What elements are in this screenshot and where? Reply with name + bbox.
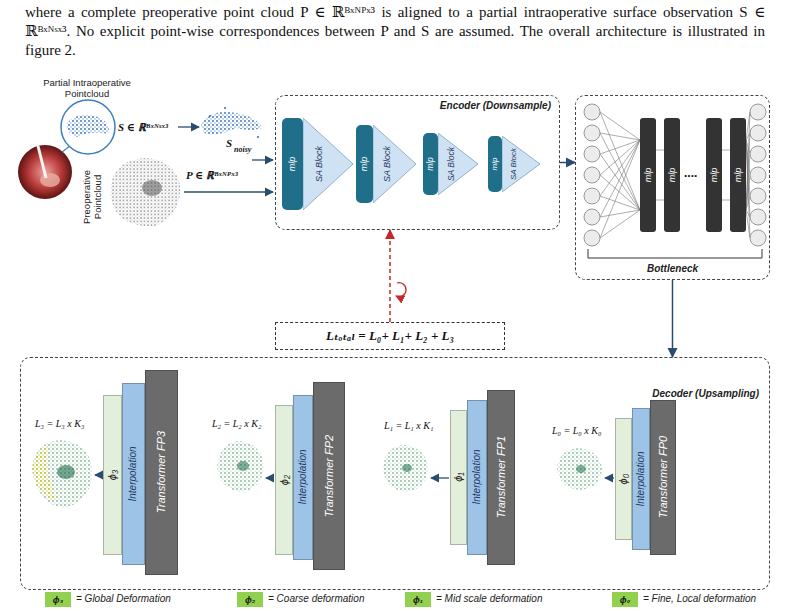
connector <box>672 280 674 357</box>
deformation-field: ϕ₀ <box>615 418 632 540</box>
interpolation-block: Interpolation <box>293 395 313 560</box>
level-loss: L₁ = L₁ x K₁ <box>384 420 433 431</box>
mlp-bar: mlp <box>640 118 656 232</box>
legend-swatch: ϕ₀ <box>612 592 638 607</box>
ellipsis: .... <box>684 166 697 180</box>
level-loss: L₂ = L₂ x K₂ <box>212 418 261 429</box>
legend-text: = Mid scale deformation <box>436 593 542 604</box>
sa-triangle-shape <box>438 133 478 195</box>
box-text: Transformer FP3 <box>156 431 167 513</box>
math-symbol: S ∈ ℝᴮˣᴺˢˣ³ <box>118 119 168 134</box>
legend-symbol: ϕ₃ <box>53 595 63 605</box>
legend-symbol: ϕ₂ <box>245 595 255 605</box>
deformation-field: ϕ₁ <box>450 410 467 545</box>
box-text: SA Block <box>382 145 391 181</box>
bottleneck-box: Bottleneck mlp mlp mlp mlp <box>575 95 770 280</box>
connector <box>560 162 575 164</box>
sa-triangle-shape <box>373 125 416 203</box>
legend-swatch: ϕ₂ <box>237 592 263 607</box>
box-text: Transformer FP1 <box>495 436 506 518</box>
sa-triangle <box>502 136 540 192</box>
box-text: Lₜₒₜₐₗ = L₀+ L₁+ L₂ + L₃ <box>326 328 454 344</box>
box-text: Interpolation <box>472 449 482 504</box>
box-text: Interpolation <box>128 446 138 501</box>
interpolation-block: Interpolation <box>467 400 487 555</box>
connector <box>389 230 391 322</box>
body-text: where a complete preoperative point clou… <box>25 3 765 60</box>
legend-swatch: ϕ₁ <box>405 592 431 607</box>
box-text: mlp <box>491 157 499 170</box>
legend-symbol: ϕ₁ <box>413 595 423 605</box>
input-label: Partial Intraoperative Pointcloud <box>28 77 146 99</box>
legend-swatch: ϕ₃ <box>45 592 71 607</box>
box-text: mlp <box>733 167 742 182</box>
box-text: Transformer FP2 <box>323 434 334 516</box>
box-text: ϕ₂ <box>278 474 289 484</box>
box-title: Bottleneck <box>576 263 769 274</box>
mlp-bar: mlp <box>664 118 680 232</box>
sa-triangle-shape <box>502 136 540 192</box>
box-text: mlp <box>643 167 652 182</box>
mlp-layer: mlp <box>423 133 438 195</box>
mlp-layer: mlp <box>488 136 502 192</box>
interpolation-block: Interpolation <box>632 408 650 550</box>
sa-block: SA Block <box>502 136 540 192</box>
transformer-block: Transformer FP2 <box>313 382 345 570</box>
mlp-layer: mlp <box>282 118 303 210</box>
sa-block: SA Block <box>373 125 416 203</box>
box-text: SA Block <box>315 145 324 181</box>
mlp-layer: mlp <box>356 125 373 203</box>
sa-triangle <box>303 118 353 210</box>
level-loss: L₀ = L₀ x K₀ <box>552 425 601 436</box>
box-text: Interpolation <box>636 451 646 506</box>
sa-triangle <box>373 125 416 203</box>
box-text: Transformer FP0 <box>657 436 668 518</box>
loss-box: Lₜₒₜₐₗ = L₀+ L₁+ L₂ + L₃ <box>275 322 505 350</box>
level-loss: L₃ = L₃ x K₃ <box>35 418 84 429</box>
box-text: Interpolation <box>298 449 308 504</box>
math-symbol: P ∈ ℝᴮˣᴺᴾˣ³ <box>186 167 238 182</box>
deformation-field: ϕ₂ <box>275 405 293 555</box>
encoder-box: Encoder (Downsample) mlp SA Block mlp SA Blo… <box>275 95 560 230</box>
interpolation-block: Interpolation <box>122 383 145 565</box>
sa-triangle-shape <box>303 118 353 210</box>
legend-text: = Fine, Local deformation <box>643 593 756 604</box>
box-text: mlp <box>426 157 435 171</box>
box-text: mlp <box>667 167 676 182</box>
box-title: Encoder (Downsample) <box>440 100 551 111</box>
box-text: mlp <box>288 156 297 171</box>
legend-text: = Global Deformation <box>76 593 171 604</box>
math-symbol: S <box>226 137 232 149</box>
legend-symbol: ϕ₀ <box>620 595 630 605</box>
mlp-bar: mlp <box>730 118 746 232</box>
box-text: ϕ₁ <box>453 472 464 482</box>
box-title: Decoder (Upsampling) <box>652 388 759 399</box>
mlp-bar: mlp <box>706 118 722 232</box>
sa-block: SA Block <box>303 118 353 210</box>
sa-triangle <box>438 133 478 195</box>
transformer-block: Transformer FP1 <box>487 390 515 565</box>
box-text: ϕ₀ <box>618 473 629 484</box>
box-text: mlp <box>360 156 369 171</box>
transformer-block: Transformer FP0 <box>650 400 676 555</box>
box-text: ϕ₃ <box>107 469 118 479</box>
sa-block: SA Block <box>438 133 478 195</box>
legend-text: = Coarse deformation <box>268 593 364 604</box>
box-text: SA Block <box>446 146 455 180</box>
deformation-field: ϕ₃ <box>103 395 122 555</box>
input-label: Preoperative Pointcloud <box>81 161 103 233</box>
transformer-block: Transformer FP3 <box>145 370 178 575</box>
math-subscript: noisy <box>234 145 251 154</box>
box-text: SA Block <box>510 147 518 179</box>
decoder-box: Decoder (Upsampling) ϕ₃ Interpolation Trans… <box>20 357 770 590</box>
box-text: mlp <box>709 167 718 182</box>
